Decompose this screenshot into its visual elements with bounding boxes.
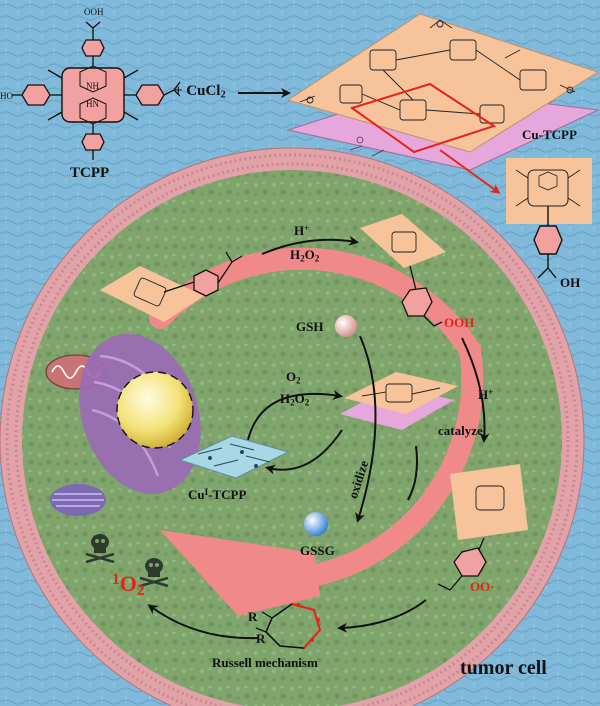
skull-icon — [85, 534, 115, 564]
singlet-oxygen-label: 1O2 — [112, 570, 145, 599]
h-plus-top-label: H+ — [294, 223, 310, 239]
cu1-tcpp-label: CuI-TCPP — [188, 487, 247, 503]
arrow-oxidation — [261, 235, 359, 255]
gsh-sphere — [335, 315, 357, 337]
cu1-tcpp-mof — [178, 435, 290, 479]
r-lower-label: R — [256, 631, 266, 646]
pink-cycle-arrow — [149, 247, 484, 616]
arrow-to-singlet — [147, 604, 259, 640]
oh-label: OH — [560, 275, 581, 290]
gssg-sphere — [304, 512, 328, 536]
cu-tcpp-label: Cu-TCPP — [522, 127, 577, 142]
h2o2-mid-label: H2O2 — [280, 391, 310, 408]
arrow-catalyze — [407, 445, 418, 501]
skull-icon — [139, 558, 169, 588]
nucleus-sphere — [116, 371, 194, 449]
catalyze-label: catalyze — [438, 423, 483, 438]
tumor-cell-label: tumor cell — [460, 657, 547, 679]
gssg-label: GSSG — [300, 543, 335, 558]
tetroxide-ring — [255, 603, 322, 649]
russell-mechanism-label: Russell mechanism — [212, 655, 318, 670]
cu-tcpp-unit — [506, 158, 592, 279]
h2o2-top-label: H2O2 — [290, 247, 320, 264]
oo-radical-label: OO· — [470, 579, 495, 594]
cu-tcpp-sheets — [286, 13, 600, 171]
tcpp-label: TCPP — [70, 165, 110, 181]
tcpp-top-acid-label: OOH — [84, 7, 104, 17]
r-upper-label: R — [248, 609, 258, 624]
zoom-red-arrow — [439, 149, 501, 194]
cucl2-label: + CuCl2 — [174, 83, 226, 101]
arrow-reduction — [265, 429, 343, 475]
arrow-to-russell — [337, 599, 427, 633]
tcpp-molecule — [12, 21, 181, 160]
o2-label: O2 — [286, 369, 301, 386]
tcpp-hn-label: HN — [86, 99, 99, 109]
ooh-label: OOH — [444, 315, 475, 330]
arrow-oxidize — [355, 335, 377, 523]
gsh-label: GSH — [296, 319, 324, 334]
arrow-h-plus — [461, 337, 490, 443]
tcpp-sheet-peracid — [360, 214, 446, 327]
tcpp-left-acid-label: HO — [0, 91, 13, 101]
striped-organelle — [50, 484, 106, 516]
tcpp-nh-label: NH — [86, 81, 99, 91]
tcpp-sheet-radical — [437, 464, 528, 591]
tcpp-sheet-left — [100, 251, 243, 322]
h-plus-right-label: H+ — [478, 387, 494, 403]
arrow-o2-loop — [247, 389, 343, 441]
